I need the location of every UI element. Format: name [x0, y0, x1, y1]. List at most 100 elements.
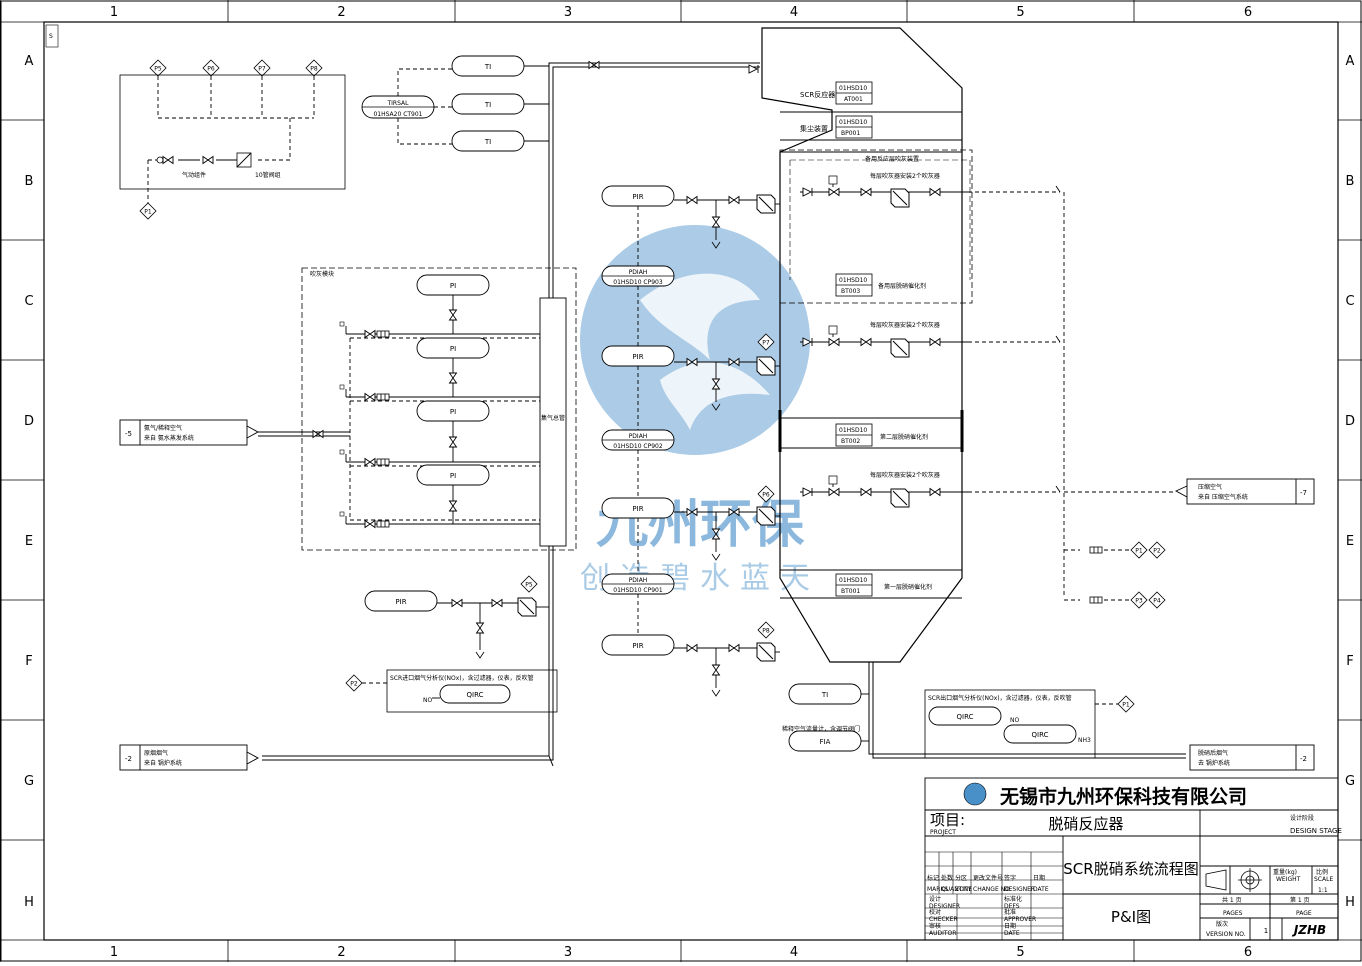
ball-valve-icon: [364, 520, 376, 528]
stage-en: DESIGN STAGE: [1290, 827, 1342, 835]
zone-row-A-right: A: [1346, 54, 1355, 69]
zone-row-G-right: G: [1345, 774, 1355, 789]
air-line1: 压缩空气: [1198, 483, 1222, 491]
valve-group-box: [119, 74, 346, 190]
corner-mark: S: [49, 33, 53, 40]
valve-p3-right: [1130, 591, 1148, 609]
stage-cn: 设计阶段: [1290, 814, 1314, 822]
zone-row-A-left: A: [25, 54, 34, 69]
tb-checker-cn: 校对: [929, 908, 941, 916]
ball-valve-icon: [451, 599, 463, 607]
zone-row-B-left: B: [25, 174, 34, 189]
weight-cn: 重量(kg): [1273, 868, 1297, 876]
zone-col-1-bottom: 1: [110, 945, 118, 960]
zone-row-E-right: E: [1346, 534, 1354, 549]
qirc-outlet-1-tag: QIRC: [957, 713, 974, 721]
ball-valve-icon: [728, 196, 740, 204]
pi-3-bubble: [416, 400, 490, 422]
scale-cn: 比例: [1316, 868, 1328, 876]
zone-col-3-bottom: 3: [564, 945, 572, 960]
version-cn: 版次: [1216, 920, 1228, 928]
zone-col-5-top: 5: [1016, 5, 1024, 20]
tb-signature-en: DESIGNER: [1004, 886, 1035, 893]
project-label: 项目:: [930, 811, 965, 829]
tb-zone-cn: 分区: [955, 874, 967, 882]
ball-valve-icon: [449, 309, 457, 321]
inlet-analyzer-box: [386, 669, 558, 713]
valve-p1-left-label: P1: [144, 209, 152, 216]
zone-col-3-top: 3: [564, 5, 572, 20]
flue-line2: 来自 锅炉系统: [144, 759, 182, 767]
check-valve-icon: [802, 187, 813, 197]
soot-module-box: [301, 267, 577, 551]
ball-valve-icon: [449, 436, 457, 448]
valve-p6-right-label: P6: [762, 492, 770, 499]
gauge-point-icon: [156, 156, 164, 164]
bt001-tag: BT001: [841, 588, 860, 595]
ball-valve-icon: [860, 188, 872, 196]
zone-row-D-right: D: [1345, 414, 1355, 429]
pdiah-3-tag: PDIAH: [629, 577, 648, 584]
valve-p4-right-label: P4: [1153, 598, 1161, 605]
tb-change-en: CHANGE NO.: [973, 886, 1012, 893]
outlet-line2: 去 锅炉系统: [1198, 759, 1230, 767]
drawing-title: SCR脱硝系统流程图: [1063, 860, 1198, 878]
pir-left-tag: PIR: [395, 598, 406, 606]
ball-valve-icon: [712, 664, 720, 676]
bp001-tag: BP001: [841, 130, 860, 137]
tb-approver-en: APPROVER: [1004, 916, 1036, 923]
pages-en: PAGES: [1223, 910, 1243, 917]
outlet-nh3-label: NH3: [1078, 737, 1091, 744]
ti-outlet-bubble: [788, 683, 862, 705]
pi-4-tag: PI: [450, 472, 456, 480]
tb-auditor-en: AUDITOR: [929, 930, 956, 937]
soot-low-label: 每层吹灰器安装2个吹灰器: [870, 471, 940, 479]
valve-p5-top: [149, 59, 167, 77]
page-en: PAGE: [1296, 910, 1312, 917]
fia-bubble: [788, 730, 862, 752]
flange-icon: [1089, 596, 1103, 604]
at001-loop: 01HSD10: [839, 85, 867, 92]
ball-valve-icon: [364, 393, 376, 401]
ball-valve-icon: [364, 458, 376, 466]
ammonia-ref: -5: [125, 430, 132, 438]
sampling-box-icon: [756, 506, 776, 526]
valve-p8-right-label: P8: [762, 628, 770, 635]
header-label: 集气总管: [541, 414, 565, 422]
pi-4-bubble: [416, 464, 490, 486]
valve-p8-right: [757, 621, 775, 639]
ti-middle-tag: TI: [484, 101, 491, 109]
sampling-box-icon: [756, 642, 776, 662]
valve-p2-left: [345, 674, 363, 692]
valve-p8-top-label: P8: [310, 66, 318, 73]
page-cn: 第 1 页: [1290, 896, 1310, 904]
zone-row-H-right: H: [1345, 895, 1355, 910]
valve-p1-right-label: P1: [1135, 548, 1143, 555]
tb-change-cn: 更改文件号: [973, 874, 1003, 882]
ball-valve-icon: [686, 196, 698, 204]
layer-1-label: 第一层脱硝催化剂: [884, 583, 932, 591]
version-en: VERSION NO.: [1206, 931, 1246, 938]
outlet-no-label: NO: [1010, 717, 1019, 724]
jzhb-logo: JZHB: [1292, 923, 1326, 937]
header-manifold: [539, 297, 567, 547]
drawing-type: P&I图: [1111, 908, 1151, 926]
pdiah-1-id: 01HSD10 CP903: [613, 279, 663, 286]
valve-p8-top: [305, 59, 323, 77]
pdiah-2-id: 01HSD10 CP902: [613, 443, 663, 450]
outlet-analyzer-title: SCR出口烟气分析仪(NOx)，含过滤器，仪表，反吹管: [928, 694, 1072, 702]
zone-row-F-left: F: [25, 654, 32, 669]
pir-3-bubble: [601, 497, 675, 519]
check-valve-icon: [802, 487, 813, 497]
ball-valve-icon: [162, 156, 174, 164]
valve-p1-right: [1130, 541, 1148, 559]
pi-1-tag: PI: [450, 282, 456, 290]
ball-valve-icon: [686, 644, 698, 652]
tb-marks-en: MARKS: [927, 886, 948, 893]
ball-valve-icon: [491, 599, 503, 607]
ball-valve-icon: [828, 488, 840, 496]
title-block: [924, 777, 1339, 941]
flange-icon: [376, 330, 390, 338]
ti-middle-bubble: [451, 93, 525, 115]
bt003-loop: 01HSD10: [839, 277, 867, 284]
